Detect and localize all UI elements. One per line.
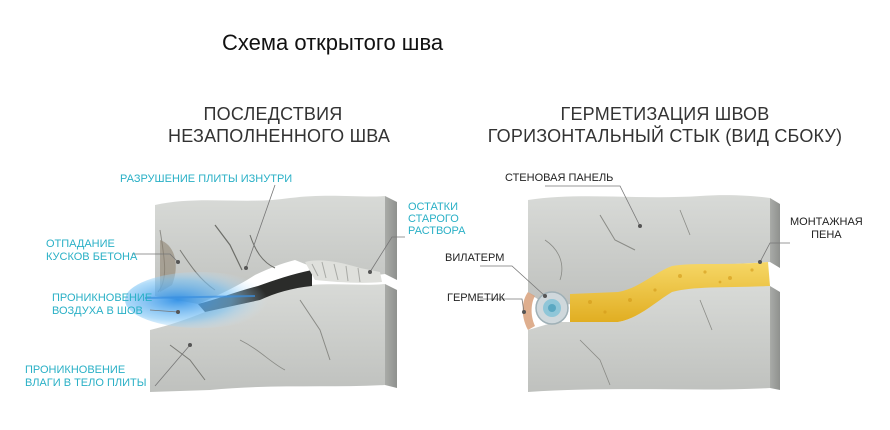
page-title: Схема открытого шва xyxy=(222,30,444,55)
right-panel-title-line2: ГОРИЗОНТАЛЬНЫЙ СТЫК (ВИД СБОКУ) xyxy=(487,126,843,146)
leader-foam xyxy=(759,242,790,263)
label-mounting-foam: МОНТАЖНАЯ ПЕНА xyxy=(790,216,863,242)
sealant xyxy=(522,292,535,330)
leader-falling xyxy=(132,253,179,263)
label-wall-panel: СТЕНОВАЯ ПАНЕЛЬ xyxy=(505,172,614,184)
left-panel-title: ПОСЛЕДСТВИЯ НЕЗАПОЛНЕННОГО ШВА xyxy=(168,103,391,147)
label-air-line1: ПРОНИКНОВЕНИЕ xyxy=(52,292,153,304)
right-upper-slab xyxy=(528,195,780,305)
label-remains-line2: СТАРОГО xyxy=(408,213,459,225)
mounting-foam xyxy=(570,262,770,322)
label-air-line2: ВОЗДУХА В ШОВ xyxy=(52,305,143,317)
leader-wall-panel xyxy=(545,185,641,227)
label-falling-line2: КУСКОВ БЕТОНА xyxy=(46,251,138,263)
label-falling-line1: ОТПАДАНИЕ xyxy=(46,238,115,250)
right-panel-title-line1: ГЕРМЕТИЗАЦИЯ ШВОВ xyxy=(560,104,770,124)
label-falling-concrete: ОТПАДАНИЕ КУСКОВ БЕТОНА xyxy=(46,238,137,264)
label-foam-line2: ПЕНА xyxy=(811,229,842,241)
leader-sealant xyxy=(480,298,525,313)
leader-destruction xyxy=(245,184,276,269)
label-foam-line1: МОНТАЖНАЯ xyxy=(790,216,863,228)
left-panel-title-line1: ПОСЛЕДСТВИЯ xyxy=(203,104,343,124)
label-air-penetration: ПРОНИКНОВЕНИЕ ВОЗДУХА В ШОВ xyxy=(52,292,152,318)
air-flow-cloud xyxy=(125,272,275,328)
label-destruction: РАЗРУШЕНИЕ ПЛИТЫ ИЗНУТРИ xyxy=(120,173,293,185)
label-vilaterm: ВИЛАТЕРМ xyxy=(445,252,505,264)
label-remains-line1: ОСТАТКИ xyxy=(408,201,458,213)
leader-vilaterm xyxy=(480,265,546,297)
leader-air xyxy=(149,309,179,313)
label-moisture-line1: ПРОНИКНОВЕНИЕ xyxy=(25,364,126,376)
label-moisture-line2: ВЛАГИ В ТЕЛО ПЛИТЫ xyxy=(25,377,147,389)
label-remains-line3: РАСТВОРА xyxy=(408,225,466,237)
leader-moisture xyxy=(154,344,191,387)
foam-texture xyxy=(588,268,754,314)
label-sealant: ГЕРМЕТИК xyxy=(447,292,506,304)
label-moisture-penetration: ПРОНИКНОВЕНИЕ ВЛАГИ В ТЕЛО ПЛИТЫ xyxy=(25,364,146,390)
leader-remains xyxy=(369,236,405,273)
left-panel-title-line2: НЕЗАПОЛНЕННОГО ШВА xyxy=(168,126,391,146)
right-panel-title: ГЕРМЕТИЗАЦИЯ ШВОВ ГОРИЗОНТАЛЬНЫЙ СТЫК (В… xyxy=(480,103,850,147)
vilaterm-center xyxy=(548,304,556,312)
label-remains: ОСТАТКИ СТАРОГО РАСТВОРА xyxy=(408,201,465,237)
old-mortar-remains xyxy=(305,260,382,283)
right-lower-slab xyxy=(528,285,780,392)
left-lower-slab xyxy=(150,284,397,392)
